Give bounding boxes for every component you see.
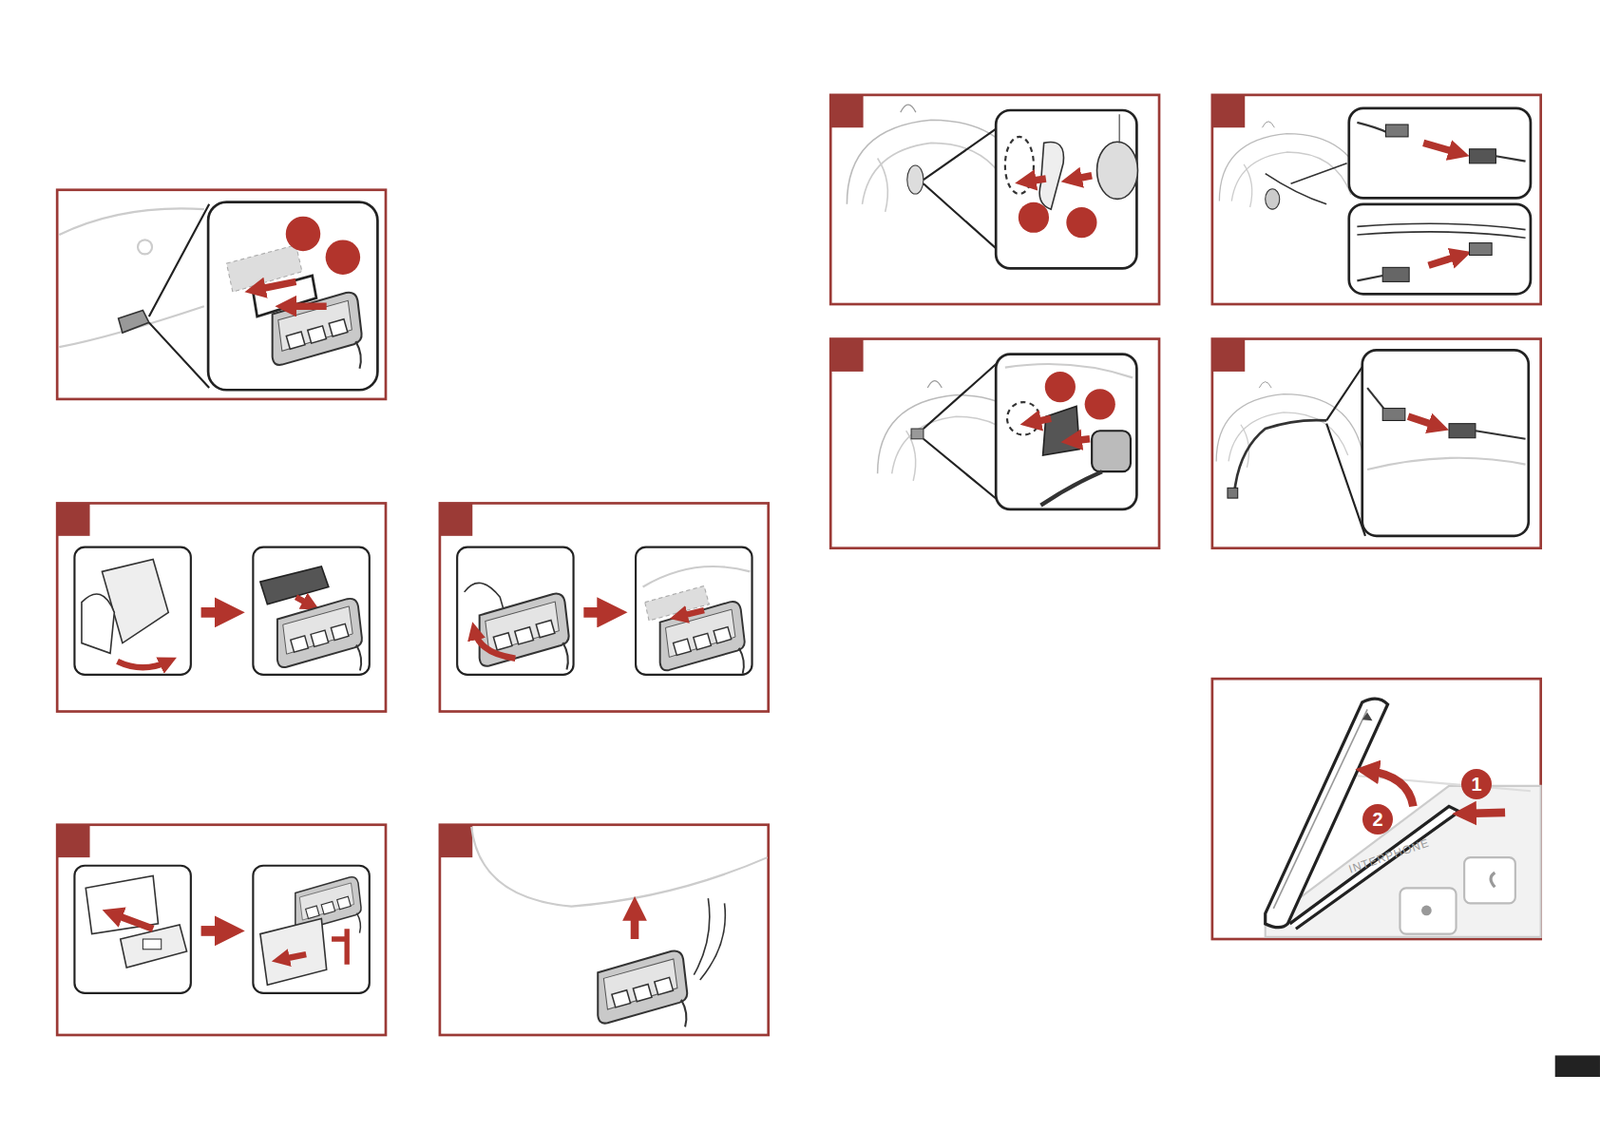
callout-number: 2: [1362, 803, 1393, 835]
callout-text: 1: [1461, 768, 1492, 800]
callout-text: 2: [1362, 803, 1393, 835]
callout-number: 1: [1461, 768, 1492, 800]
